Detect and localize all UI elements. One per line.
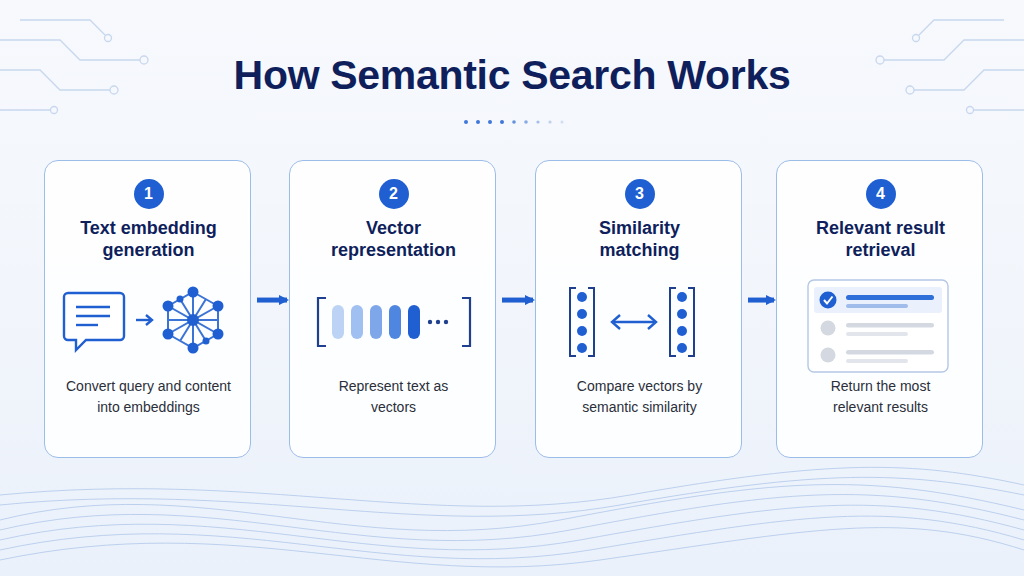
step-card: Similarity matchingCompare vectors by se… xyxy=(535,160,742,458)
step-card: Text embedding generationConvert query a… xyxy=(44,160,251,458)
step-number: 3 xyxy=(635,185,644,203)
step-description: Convert query and content into embedding… xyxy=(66,376,232,418)
step-number: 2 xyxy=(389,185,398,203)
similarity-icon xyxy=(570,288,694,356)
step-badge: 3 xyxy=(625,179,655,209)
step-number: 1 xyxy=(144,185,153,203)
step-title: Similarity matching xyxy=(560,217,720,261)
flow-arrow xyxy=(748,298,774,303)
step-description: Return the most relevant results xyxy=(811,376,951,418)
step-title: Text embedding generation xyxy=(69,217,229,261)
step-badge: 2 xyxy=(379,179,409,209)
flow-arrow xyxy=(257,298,287,303)
step-badge: 1 xyxy=(134,179,164,209)
step-title: Relevant result retrieval xyxy=(801,217,961,261)
step-description: Represent text as vectors xyxy=(335,376,453,418)
step-card: Relevant result retrievalReturn the most… xyxy=(776,160,983,458)
vector-icon xyxy=(318,298,470,346)
step-badge: 4 xyxy=(866,179,896,209)
step-description: Compare vectors by semantic similarity xyxy=(551,376,729,418)
step-title: Vector representation xyxy=(314,217,474,261)
flow-arrow xyxy=(502,298,533,303)
results-icon xyxy=(808,280,948,372)
embedding-icon xyxy=(64,287,224,354)
step-card: Vector representationRepresent text as v… xyxy=(289,160,496,458)
step-number: 4 xyxy=(876,185,885,203)
diagram-title: How Semantic Search Works xyxy=(0,52,1024,99)
